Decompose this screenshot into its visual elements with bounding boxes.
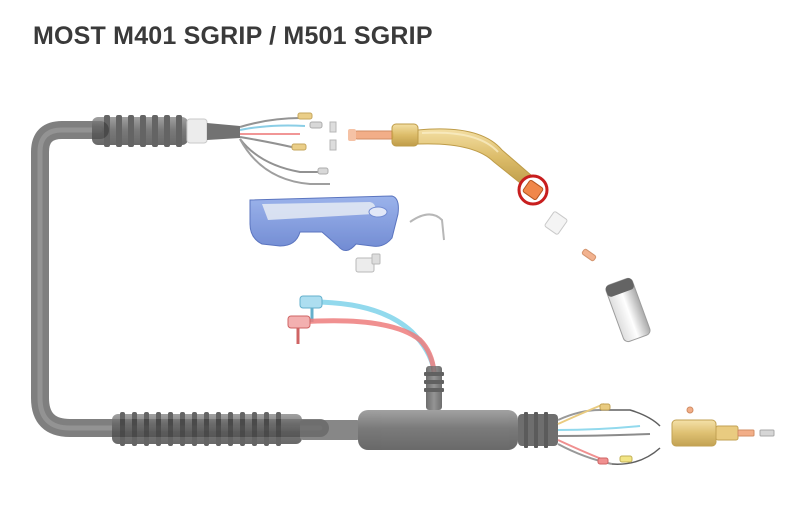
hose-junction bbox=[424, 366, 444, 410]
euro-connector bbox=[557, 403, 775, 465]
trigger-clip bbox=[329, 121, 337, 151]
handle-grip bbox=[249, 195, 399, 251]
water-hose-red bbox=[287, 315, 437, 373]
gas-nozzle-connector bbox=[348, 129, 394, 141]
rear-connector bbox=[92, 115, 240, 147]
swan-neck bbox=[391, 123, 533, 187]
gas-nozzle bbox=[605, 277, 651, 343]
neck-insulator bbox=[517, 174, 549, 206]
contact-tip bbox=[544, 211, 597, 262]
cable-assembly bbox=[31, 121, 329, 437]
trigger-switch bbox=[355, 213, 445, 273]
front-cable-sleeve bbox=[112, 410, 558, 450]
page-title: MOST M401 SGRIP / M501 SGRIP bbox=[33, 22, 433, 50]
lead-wires bbox=[239, 112, 330, 185]
